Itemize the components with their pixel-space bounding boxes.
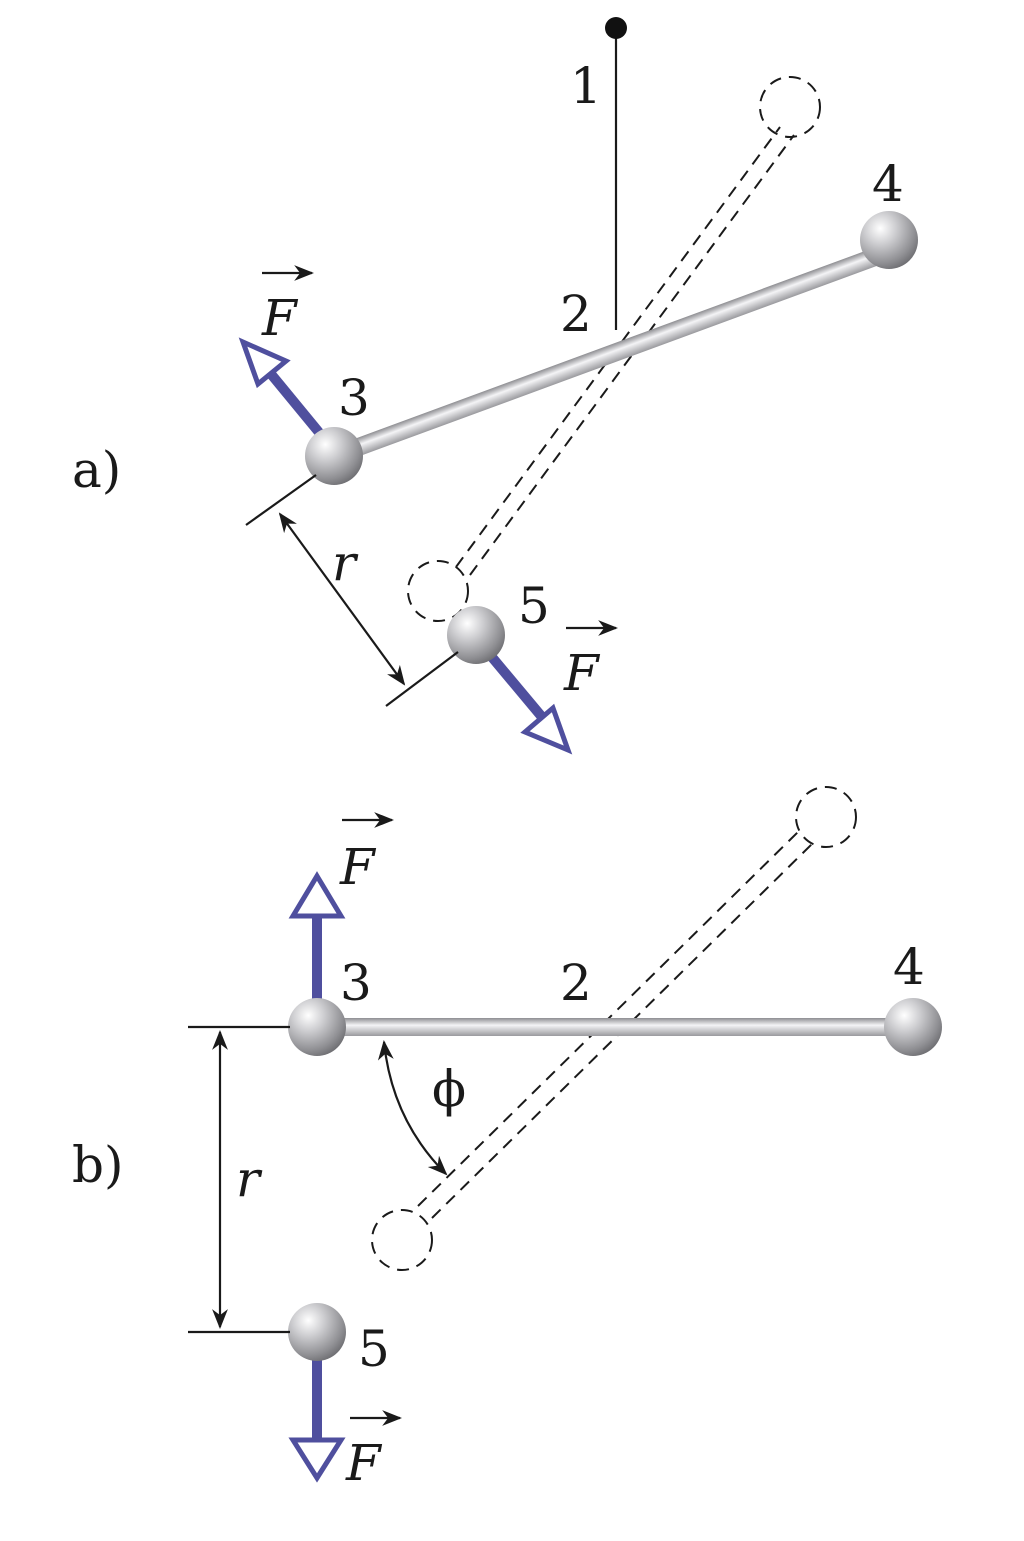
ball-4-b xyxy=(884,998,942,1056)
label-distance-r-b: r xyxy=(236,1150,263,1208)
svg-text:F: F xyxy=(563,644,601,702)
previous-rod-edge-lower xyxy=(469,134,795,576)
label-point-4-b: 4 xyxy=(893,938,925,996)
rod-3-4-b xyxy=(316,1018,916,1036)
ball-5-b xyxy=(288,1303,346,1361)
label-point-4: 4 xyxy=(872,155,904,213)
ball-3-b xyxy=(288,998,346,1056)
part-a: 1 2 3 4 5 a) r F F xyxy=(72,17,918,755)
label-point-3-b: 3 xyxy=(340,954,372,1012)
force-arrow-5-b xyxy=(288,1360,346,1483)
previous-ball-top xyxy=(759,76,821,138)
ball-4 xyxy=(860,211,918,269)
r-extension-lower xyxy=(385,651,459,707)
ball-5 xyxy=(447,606,505,664)
force-label-3-b: F xyxy=(339,812,394,896)
label-point-5-b: 5 xyxy=(358,1320,390,1378)
suspension-point xyxy=(605,17,627,39)
part-b: 2 3 4 5 b) r ϕ F F xyxy=(72,786,942,1492)
previous-rod-edge-upper xyxy=(455,126,781,568)
label-point-5: 5 xyxy=(518,577,550,635)
panel-label-b: b) xyxy=(72,1136,124,1194)
previous-ball-bottom xyxy=(407,560,469,622)
r-dimension-arrow xyxy=(278,512,406,686)
rod-3-4 xyxy=(333,246,889,462)
label-point-2-b: 2 xyxy=(560,954,592,1012)
force-arrow-3 xyxy=(238,337,326,440)
previous-ball-bottom-b xyxy=(371,1209,433,1271)
panel-label-a: a) xyxy=(72,441,121,499)
svg-text:F: F xyxy=(261,289,299,347)
svg-text:F: F xyxy=(339,838,377,896)
force-label-5-b: F xyxy=(345,1410,402,1492)
svg-text:F: F xyxy=(345,1434,383,1492)
label-point-3: 3 xyxy=(338,369,370,427)
label-angle-phi: ϕ xyxy=(432,1060,466,1118)
force-arrow-3-b xyxy=(288,871,346,1000)
label-distance-r-a: r xyxy=(332,534,359,592)
phi-angle-arc xyxy=(377,1040,448,1176)
force-arrow-5 xyxy=(482,646,573,755)
ball-3 xyxy=(305,427,363,485)
label-point-2: 2 xyxy=(560,285,592,343)
label-point-1: 1 xyxy=(570,57,602,115)
force-label-5: F xyxy=(563,620,618,702)
previous-ball-top-b xyxy=(795,786,857,848)
r-extension-upper xyxy=(245,474,317,526)
force-label-3: F xyxy=(261,265,314,347)
